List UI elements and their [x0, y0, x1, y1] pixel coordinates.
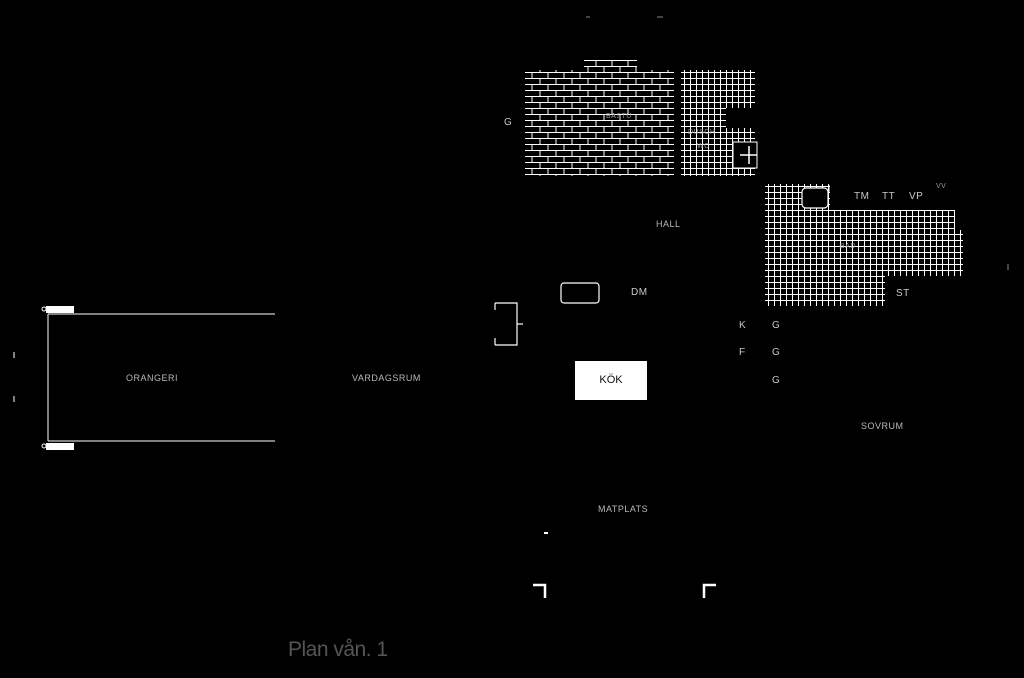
dm-fixture [560, 282, 600, 304]
room-label-bastu: BASTU [606, 113, 632, 120]
fireplace-bracket [494, 302, 523, 346]
room-label-dusch: DUSCH [688, 129, 716, 136]
bad-tiles-lower [765, 276, 885, 306]
fixture-label-g2: G [772, 347, 781, 358]
fixture-label-k: K [739, 320, 747, 331]
room-label-matplats: MATPLATS [598, 504, 649, 514]
bastu-brick-wall [525, 70, 674, 176]
room-label-sovrum: SOVRUM [861, 421, 904, 431]
sink-fixture [801, 187, 829, 209]
room-label-vardagsrum: VARDAGSRUM [352, 373, 421, 383]
bad-tiles-right [885, 230, 963, 276]
fixture-label-g3: G [772, 375, 781, 386]
room-label-kok: KÖK [599, 374, 623, 386]
dusch-wc-area [726, 108, 756, 128]
orangeri-window-bottom [46, 443, 74, 450]
fixture-label-tm: TM [854, 191, 870, 202]
plan-title: Plan vån. 1 [288, 638, 388, 661]
room-label-bad: BAD [840, 243, 856, 250]
orangeri-outline [47, 313, 275, 442]
fixture-label-vv: VV [936, 183, 947, 190]
room-label-wc: WC [697, 143, 710, 150]
fixture-label-g4: G [504, 117, 513, 128]
bad-top-cut [830, 184, 956, 210]
corner-mark-right [702, 583, 716, 598]
orangeri-window-top [46, 306, 74, 313]
fixture-label-dm: DM [631, 287, 648, 298]
fixture-label-f: F [739, 347, 746, 358]
room-label-orangeri: ORANGERI [126, 373, 179, 383]
fixture-label-g1: G [772, 320, 781, 331]
corner-mark-left [533, 583, 547, 598]
bastu-brick-top [584, 60, 637, 70]
fixture-label-st: ST [896, 288, 910, 299]
matplats-mark [544, 532, 548, 534]
room-label-hall: HALL [656, 219, 681, 229]
fixture-label-vp: VP [909, 191, 924, 202]
orangeri-marks [13, 306, 47, 449]
fixture-label-tt: TT [882, 191, 896, 202]
kok-room-box: KÖK [575, 361, 647, 400]
